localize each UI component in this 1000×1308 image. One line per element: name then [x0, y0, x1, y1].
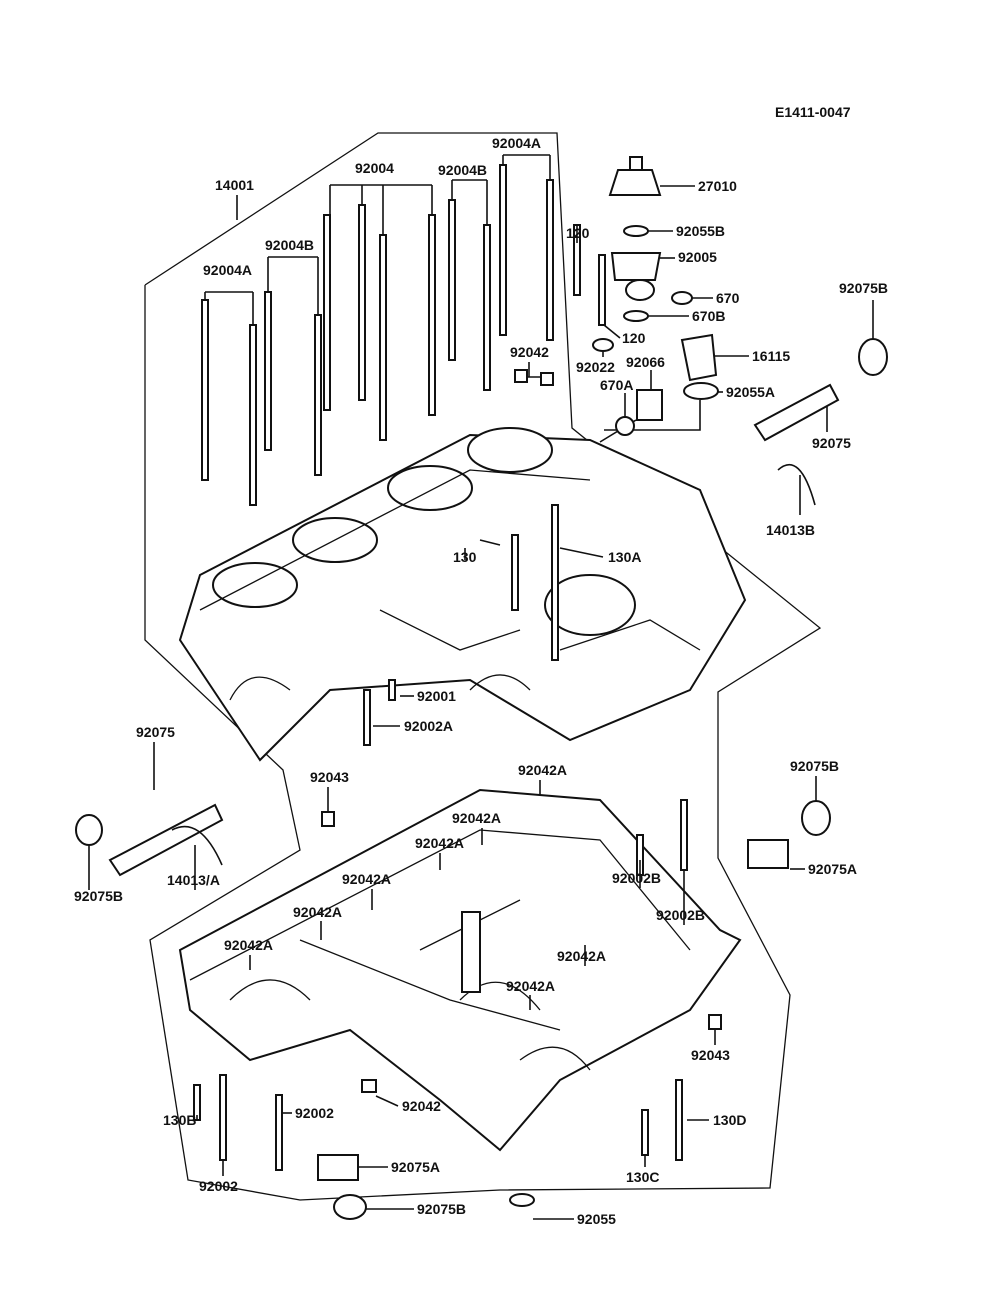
leader-line: [559, 547, 604, 558]
callout-92002b: 92002B: [612, 870, 661, 886]
callout-92004: 92004: [355, 160, 394, 176]
upper-case-group-boundary: [144, 132, 822, 1201]
callout-92002: 92002: [199, 1178, 238, 1194]
callout-92002b: 92002B: [656, 907, 705, 923]
leader-line: [464, 539, 501, 560]
stud-bolt: [264, 291, 272, 451]
callout-92042: 92042: [402, 1098, 441, 1114]
callout-130c: 130C: [626, 1169, 659, 1185]
callout-92042a: 92042A: [224, 937, 273, 953]
callout-92043: 92043: [691, 1047, 730, 1063]
stud-bolt: [379, 234, 387, 441]
callout-92042a: 92042A: [518, 762, 567, 778]
stud-bolt: [388, 679, 396, 701]
leader-line: [375, 1095, 399, 1107]
callout-92005: 92005: [678, 249, 717, 265]
callout-92075b: 92075B: [839, 280, 888, 296]
callout-92042a: 92042A: [557, 948, 606, 964]
stud-bolt: [358, 204, 366, 401]
callout-14013b: 14013B: [766, 522, 815, 538]
stud-bolt: [511, 534, 519, 611]
callout-120: 120: [622, 330, 646, 346]
leader-line: [502, 154, 551, 180]
callout-130a: 130A: [608, 549, 641, 565]
callout-92042a: 92042A: [452, 810, 501, 826]
stud-bolt: [219, 1074, 227, 1161]
callout-92042a: 92042A: [342, 871, 391, 887]
stud-bolt: [275, 1094, 283, 1171]
leader-lines: [88, 154, 874, 1220]
stud-bolt: [428, 214, 436, 416]
stud-bolt: [323, 214, 331, 411]
stud-bolt: [448, 199, 456, 361]
callout-92042a: 92042A: [415, 835, 464, 851]
callout-120: 120: [566, 225, 590, 241]
callout-92042: 92042: [510, 344, 549, 360]
callout-92075b: 92075B: [417, 1201, 466, 1217]
callout-92001: 92001: [417, 688, 456, 704]
leader-line: [329, 184, 433, 235]
callout-92002: 92002: [295, 1105, 334, 1121]
callout-92004b: 92004B: [265, 237, 314, 253]
drawing-code: E1411-0047: [775, 104, 851, 120]
stud-bolt: [680, 799, 688, 871]
callout-92075b: 92075B: [74, 888, 123, 904]
lower-crankcase: [178, 788, 742, 1152]
callout-92002a: 92002A: [404, 718, 453, 734]
stud-bolt: [546, 179, 554, 341]
stud-bolt: [641, 1109, 649, 1156]
stud-bolt: [201, 299, 209, 481]
callout-16115: 16115: [752, 348, 790, 364]
callout-labels: 14001 92004 92004B 92004A 92004B 92004A 120 270…: [74, 135, 888, 1227]
stud-bolt: [314, 314, 322, 476]
callout-92043: 92043: [310, 769, 349, 785]
stud-bolt: [675, 1079, 683, 1161]
stud-bolt: [363, 689, 371, 746]
stud-bolt: [598, 254, 606, 326]
callout-92004a: 92004A: [492, 135, 541, 151]
callout-92075: 92075: [812, 435, 851, 451]
stud-bolt: [249, 324, 257, 506]
callout-92055a: 92055A: [726, 384, 775, 400]
callout-14013a: 14013/A: [167, 872, 220, 888]
callout-92022: 92022: [576, 359, 615, 375]
oil-pressure-switch: [608, 169, 662, 196]
callout-670b: 670B: [692, 308, 725, 324]
leader-line: [451, 179, 488, 225]
stud-bolt: [499, 164, 507, 336]
upper-crankcase: [178, 427, 747, 762]
diagram-artwork: [75, 132, 888, 1220]
callout-670a: 670A: [600, 377, 633, 393]
callout-92055: 92055: [577, 1211, 616, 1227]
callout-670: 670: [716, 290, 740, 306]
callout-14001: 14001: [215, 177, 254, 193]
callout-92004b: 92004B: [438, 162, 487, 178]
callout-27010: 27010: [698, 178, 737, 194]
callout-92055b: 92055B: [676, 223, 725, 239]
callout-92075b: 92075B: [790, 758, 839, 774]
callout-92042a: 92042A: [506, 978, 555, 994]
stud-bolt: [483, 224, 491, 391]
callout-92075: 92075: [136, 724, 175, 740]
callout-130b: 130B: [163, 1112, 196, 1128]
leader-line: [204, 291, 254, 325]
callout-130d: 130D: [713, 1112, 746, 1128]
stud-bolt: [551, 504, 559, 661]
callout-92042a: 92042A: [293, 904, 342, 920]
leader-line: [267, 256, 319, 315]
callout-92004a: 92004A: [203, 262, 252, 278]
small-parts: [75, 156, 888, 1220]
studs-and-bolts: [193, 164, 688, 1171]
callout-130: 130: [453, 549, 477, 565]
leader-line: [603, 324, 621, 339]
callout-92075a: 92075A: [808, 861, 857, 877]
callout-92075a: 92075A: [391, 1159, 440, 1175]
callout-92066: 92066: [626, 354, 665, 370]
